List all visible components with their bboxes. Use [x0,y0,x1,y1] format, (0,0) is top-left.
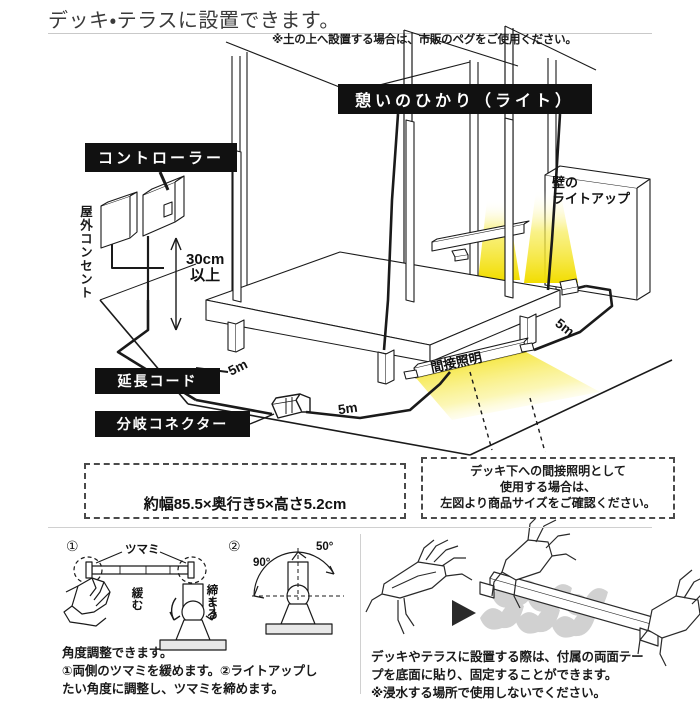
label-wall-lightup-line1: 壁の [552,175,579,190]
label-loosen: 緩む [131,588,144,613]
label-clearance-value: 30cm [186,251,225,268]
product-dimensions: 約幅85.5×奥行き5×高さ5.2cm [143,496,347,513]
label-knob: ツマミ [125,544,160,556]
angle-caption-line-2: ①両側のツマミを緩めます。②ライトアップし [62,664,318,679]
label-wall-lightup-line2: ライトアップ [552,191,631,207]
header-divider [48,33,652,34]
label-indirect-lighting: 間接照明 [429,349,484,376]
page-title: デッキ・テラスに設置できます。 [48,10,340,32]
step-1-number: ① [66,538,79,554]
label-extension-cord: 延長コード [95,368,220,394]
angle-caption-line-1: 角度調整できます。 [62,646,173,660]
label-cord-length-3: 5m [552,315,578,340]
label-angle-50: 50° [316,541,334,553]
callout-line-2: 使用する場合は、 [499,480,596,495]
angle-caption-line-3: たい角度に調整し、ツマミを締めます。 [62,682,284,697]
label-clearance: 30cm 以上 [186,252,224,284]
label-cord-length-2: 5m [337,399,359,418]
label-angle-90: 90° [253,557,271,569]
bottom-panels-divider [360,534,361,694]
label-wall-lightup: 壁の ライトアップ [552,175,630,208]
callout-line-1: デッキ下への間接照明として [470,464,626,479]
label-tighten: 締まる [206,585,219,622]
angle-adjustment-caption: 角度調整できます。 ①両側のツマミを緩めます。②ライトアップし たい角度に調整し… [62,644,357,698]
tape-caption-line-1: デッキやテラスに設置する際は、付属の両面テー [371,650,644,664]
tape-caption-line-2: プを底面に貼り、固定することができます。 [371,668,618,683]
tape-caption-line-3: ※浸水する場所で使用しないでください。 [371,686,606,701]
label-outdoor-outlet: 屋外コンセント [78,205,92,300]
ground-installation-note: ※土の上へ設置する場合は、市販のペグをご使用ください。 [272,34,577,46]
label-clearance-qualifier: 以上 [190,266,221,284]
under-deck-callout: デッキ下への間接照明として 使用する場合は、 左図より商品サイズをご確認ください… [421,457,675,519]
label-cord-length-1: 5m [225,356,250,379]
step-2-number: ② [228,538,241,554]
callout-line-3: 左図より商品サイズをご確認ください。 [440,495,656,510]
product-size-box: 約幅85.5×奥行き5×高さ5.2cm [84,463,406,519]
tape-installation-caption: デッキやテラスに設置する際は、付属の両面テー プを底面に貼り、固定することができ… [371,648,691,702]
bottom-section-divider [48,527,652,528]
label-light-product: 憩いのひかり（ライト） [338,84,592,114]
label-controller: コントローラー [85,143,237,172]
label-branch-connector: 分岐コネクター [95,411,250,437]
